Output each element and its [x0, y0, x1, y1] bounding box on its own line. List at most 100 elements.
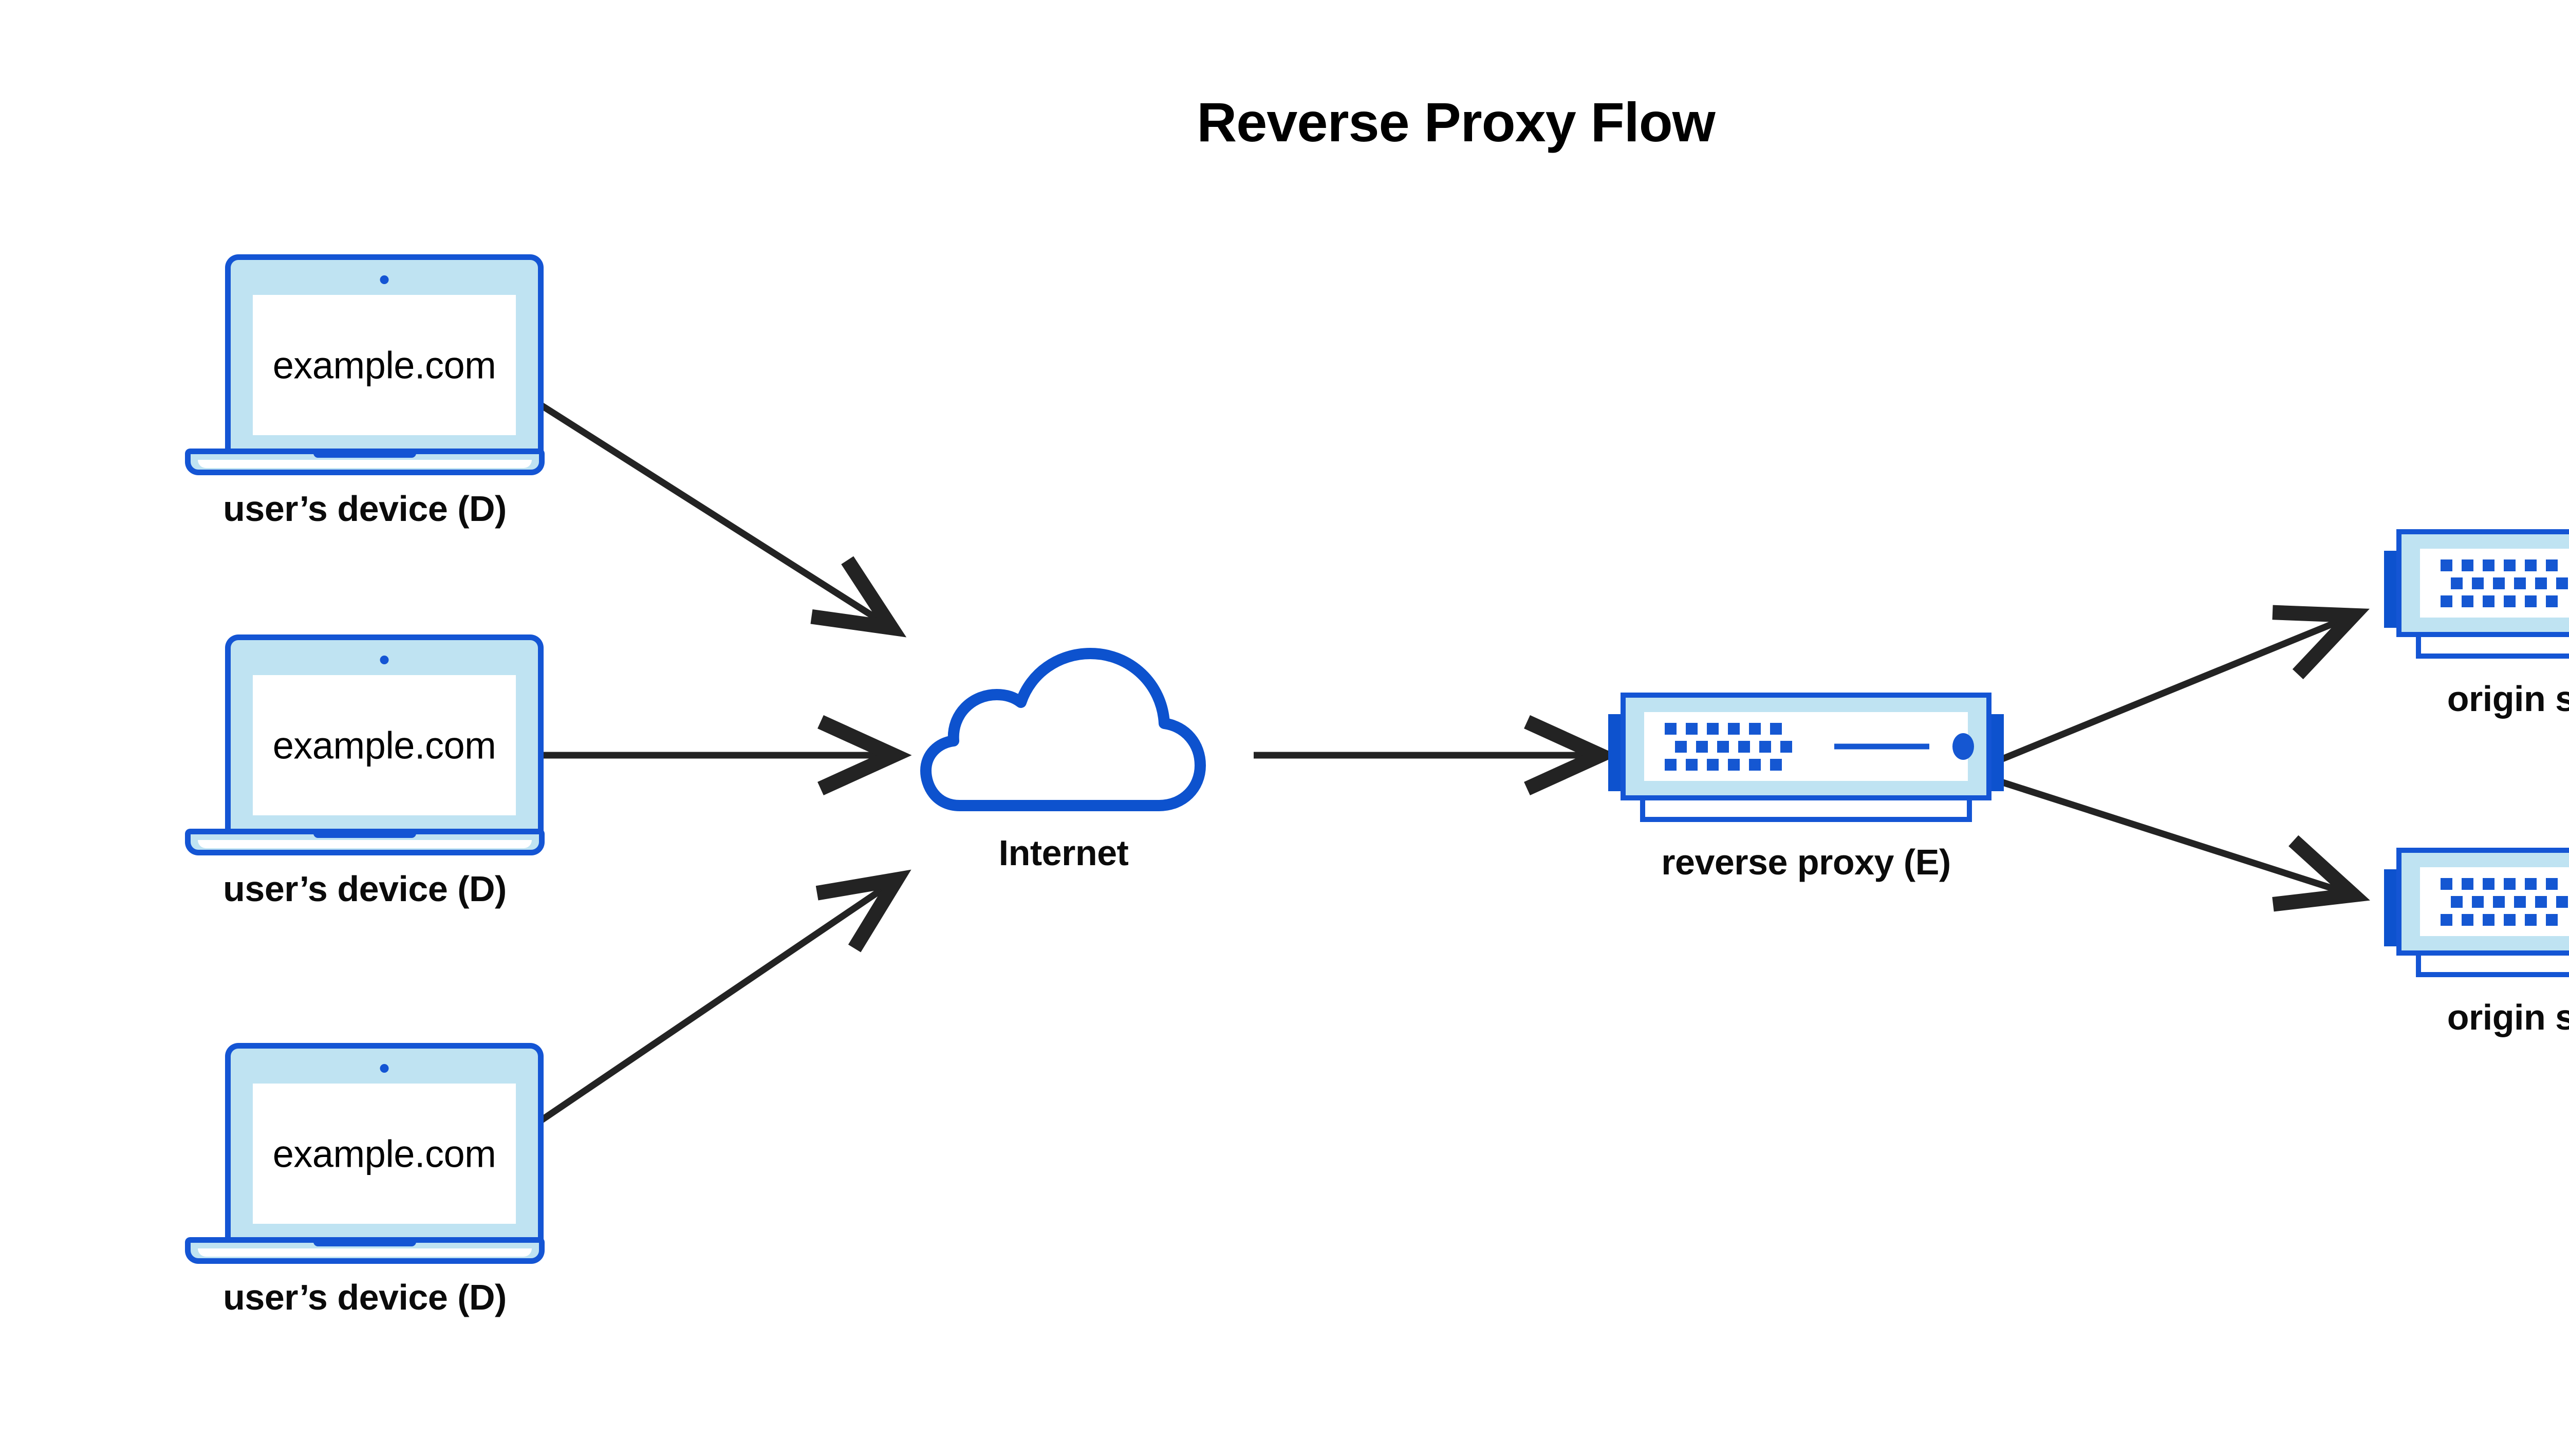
- server-led: [2535, 577, 2547, 589]
- server-led: [1675, 741, 1687, 753]
- laptop-screen: example.com: [253, 295, 516, 435]
- node-client-1[interactable]: example.com user’s device (D): [185, 254, 545, 542]
- laptop-screen: example.com: [253, 1084, 516, 1224]
- node-label-reverse-proxy: reverse proxy (E): [1661, 842, 1951, 882]
- server-led: [2546, 595, 2558, 607]
- laptop-lid: example.com: [225, 254, 544, 455]
- server-icon: [2384, 529, 2569, 659]
- server-icon: [2384, 848, 2569, 977]
- server-led: [2462, 595, 2473, 607]
- server-led-grid: [1665, 723, 1793, 771]
- node-origin-server-1[interactable]: origin server (F): [2384, 529, 2569, 735]
- server-led: [1686, 759, 1698, 771]
- screen-url-text: example.com: [272, 1132, 496, 1175]
- server-led: [1749, 723, 1761, 735]
- node-client-3[interactable]: example.com user’s device (D): [185, 1043, 545, 1331]
- server-led: [1686, 723, 1698, 735]
- server-led: [2441, 559, 2452, 571]
- server-led: [2546, 559, 2558, 571]
- node-reverse-proxy[interactable]: reverse proxy (E): [1608, 693, 2004, 898]
- laptop-base-strip: [198, 1248, 532, 1257]
- server-led: [2525, 559, 2537, 571]
- server-shelf: [1640, 799, 1972, 822]
- server-led: [2504, 878, 2516, 890]
- server-line-indicator: [1834, 743, 1929, 750]
- server-led: [2504, 914, 2516, 926]
- laptop-base-strip: [198, 840, 532, 848]
- laptop-hinge-notch: [313, 449, 416, 458]
- node-origin-server-2[interactable]: origin server (F): [2384, 848, 2569, 1053]
- server-led: [2462, 914, 2473, 926]
- laptop-lid: example.com: [225, 1043, 544, 1243]
- server-led: [2504, 559, 2516, 571]
- server-led: [1749, 759, 1761, 771]
- server-panel: [1644, 712, 1974, 781]
- server-frame: [2396, 848, 2569, 956]
- laptop-icon: example.com: [185, 1043, 545, 1264]
- server-shelf: [2416, 636, 2569, 659]
- server-led: [2451, 577, 2463, 589]
- server-led: [2556, 577, 2568, 589]
- laptop-hinge-notch: [313, 829, 416, 838]
- server-led: [1738, 741, 1750, 753]
- edge-proxy-origin1: [2000, 605, 2370, 763]
- server-led-grid: [2441, 878, 2569, 926]
- server-led-grid: [2441, 559, 2569, 607]
- server-led: [2472, 577, 2484, 589]
- webcam-icon: [380, 1064, 389, 1073]
- laptop-screen: example.com: [253, 675, 516, 815]
- webcam-icon: [380, 656, 389, 664]
- screen-url-text: example.com: [272, 724, 496, 767]
- server-led: [2451, 896, 2463, 908]
- server-led: [2472, 896, 2484, 908]
- server-led: [2504, 595, 2516, 607]
- server-shelf: [2416, 955, 2569, 977]
- edge-proxy-origin2: [2000, 778, 2370, 912]
- node-label-internet: Internet: [998, 833, 1129, 873]
- server-led: [2483, 914, 2494, 926]
- server-led: [1728, 723, 1740, 735]
- server-led: [2483, 595, 2494, 607]
- laptop-lid: example.com: [225, 634, 544, 835]
- server-led: [1728, 759, 1740, 771]
- server-led: [2493, 577, 2505, 589]
- screen-url-text: example.com: [272, 344, 496, 386]
- node-internet[interactable]: Internet: [920, 642, 1207, 889]
- server-led: [2441, 595, 2452, 607]
- server-led: [2514, 577, 2526, 589]
- server-led: [2514, 896, 2526, 908]
- server-led: [2493, 896, 2505, 908]
- laptop-hinge-notch: [313, 1237, 416, 1246]
- server-led: [2556, 896, 2568, 908]
- server-led: [1707, 759, 1719, 771]
- node-label-client-1: user’s device (D): [223, 489, 507, 529]
- server-led: [2525, 595, 2537, 607]
- server-panel: [2420, 549, 2569, 618]
- server-led: [1717, 741, 1729, 753]
- server-icon: [1608, 693, 2004, 822]
- server-led: [2535, 896, 2547, 908]
- laptop-base-strip: [198, 460, 532, 468]
- server-led: [1707, 723, 1719, 735]
- edge-client3-internet: [517, 869, 911, 1138]
- server-led: [2462, 878, 2473, 890]
- server-led: [2546, 878, 2558, 890]
- server-led: [2546, 914, 2558, 926]
- server-status-light: [1952, 733, 1974, 760]
- edge-client1-internet: [516, 387, 907, 638]
- cloud-icon: [920, 642, 1207, 822]
- server-led: [2441, 878, 2452, 890]
- server-frame: [1621, 693, 1991, 800]
- node-client-2[interactable]: example.com user’s device (D): [185, 634, 545, 922]
- server-led: [2483, 878, 2494, 890]
- node-label-client-3: user’s device (D): [223, 1277, 507, 1317]
- server-led: [2525, 914, 2537, 926]
- server-led: [2483, 559, 2494, 571]
- node-label-client-2: user’s device (D): [223, 869, 507, 909]
- webcam-icon: [380, 275, 389, 284]
- node-label-origin-server-2: origin server (F): [2447, 997, 2569, 1037]
- server-led: [2525, 878, 2537, 890]
- laptop-icon: example.com: [185, 254, 545, 475]
- server-led: [1770, 759, 1782, 771]
